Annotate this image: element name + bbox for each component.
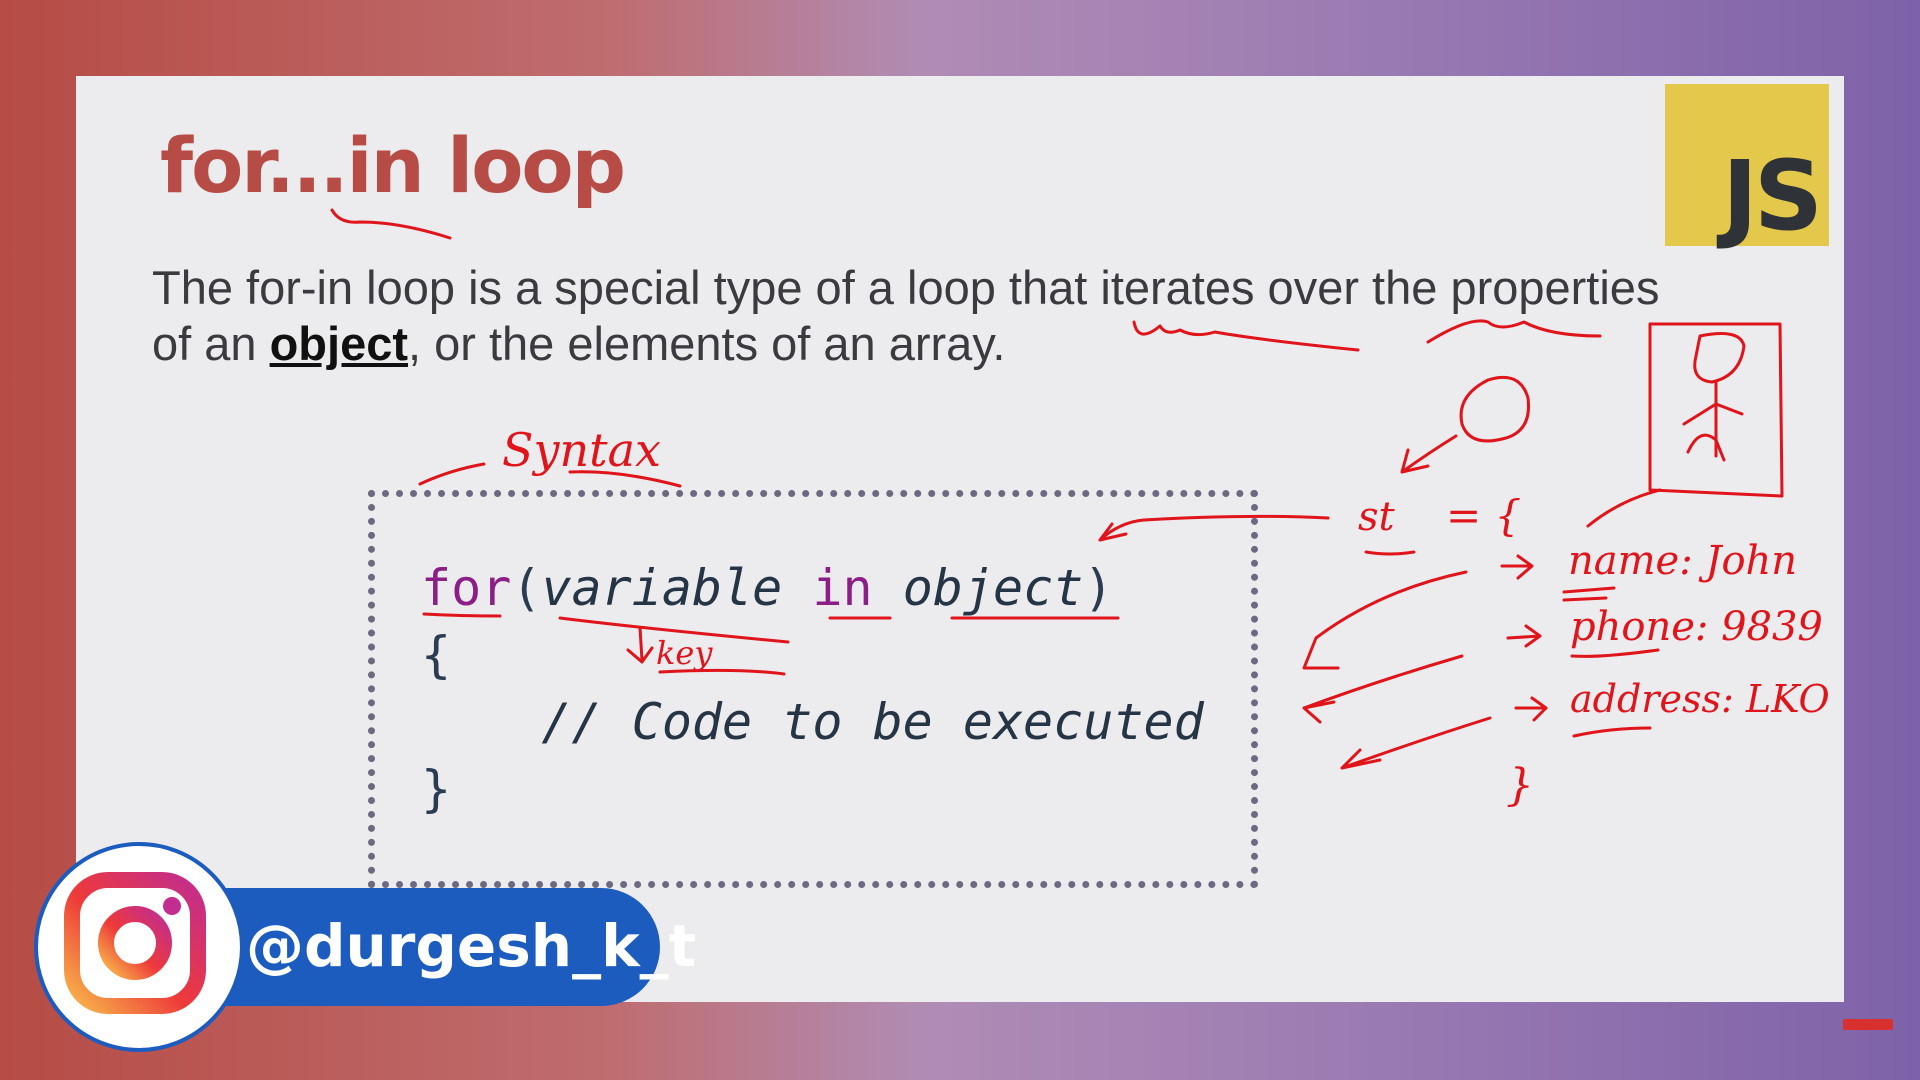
slide-title: for...in loop bbox=[160, 121, 626, 210]
code-object: object bbox=[902, 559, 1084, 617]
js-logo-text: JS bbox=[1722, 140, 1823, 252]
youtube-subscribe-icon[interactable] bbox=[1843, 1019, 1893, 1030]
slide: for...in loop JS The for-in loop is a sp… bbox=[76, 76, 1844, 1002]
code-open-paren: ( bbox=[511, 559, 542, 617]
code-box: for(variable in object) { // Code to be … bbox=[368, 490, 1258, 888]
description-part2: , or the elements of an array. bbox=[408, 317, 1006, 370]
code-open-brace: { bbox=[421, 626, 452, 684]
code-close-brace: } bbox=[421, 760, 452, 818]
code-comment: // Code to be executed bbox=[421, 693, 1204, 751]
code-variable: variable bbox=[541, 559, 783, 617]
js-logo: JS bbox=[1665, 84, 1829, 246]
code-for-keyword: for bbox=[421, 559, 512, 617]
instagram-handle-text[interactable]: @durgesh_k_t bbox=[246, 912, 697, 980]
code-in-keyword: in bbox=[812, 559, 873, 617]
description-emphasis: object bbox=[269, 317, 409, 370]
code-close-paren: ) bbox=[1083, 559, 1114, 617]
description: The for-in loop is a special type of a l… bbox=[152, 260, 1672, 372]
code-block: for(variable in object) { // Code to be … bbox=[421, 555, 1204, 823]
instagram-icon[interactable] bbox=[64, 872, 206, 1014]
description-part1: The for-in loop is a special type of a l… bbox=[152, 261, 1660, 370]
